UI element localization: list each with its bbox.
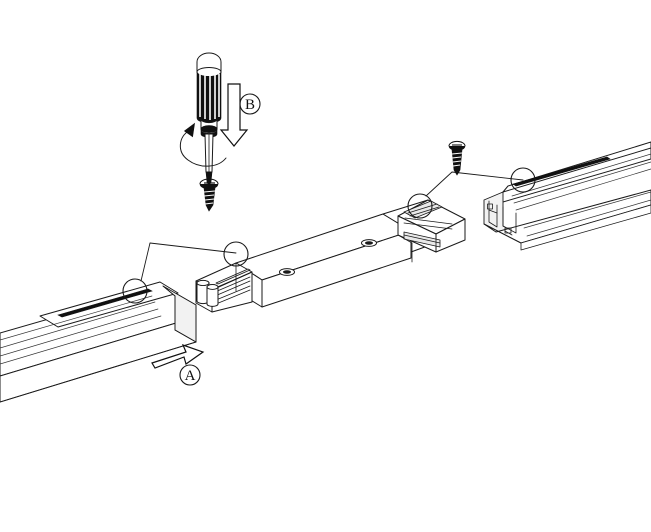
- step-b-letter: B: [245, 97, 255, 113]
- step-a-letter: A: [185, 368, 196, 384]
- rotation-arrow: [179, 122, 227, 167]
- terminal-pin-left-outer: [196, 279, 210, 305]
- connector-terminal-right: [397, 199, 466, 263]
- screw-hole-right: [361, 239, 377, 247]
- callout-right: [407, 171, 524, 219]
- screw-right: [448, 140, 466, 176]
- step-a-label: A: [179, 364, 201, 386]
- terminal-pin-left-inner: [206, 284, 219, 307]
- track-rail-right: [483, 141, 651, 251]
- callout-center-left-circle: [223, 241, 249, 267]
- callout-left: [122, 242, 237, 304]
- connector-terminal-left: [195, 262, 253, 313]
- track-rail-left: [0, 281, 197, 403]
- screw-hole-left: [279, 268, 295, 276]
- screwdriver: [196, 52, 222, 187]
- step-a-arrow: [151, 343, 205, 369]
- step-b-label: B: [239, 93, 261, 115]
- callout-center-right-circle: [510, 167, 536, 193]
- step-b-arrow: [219, 83, 249, 147]
